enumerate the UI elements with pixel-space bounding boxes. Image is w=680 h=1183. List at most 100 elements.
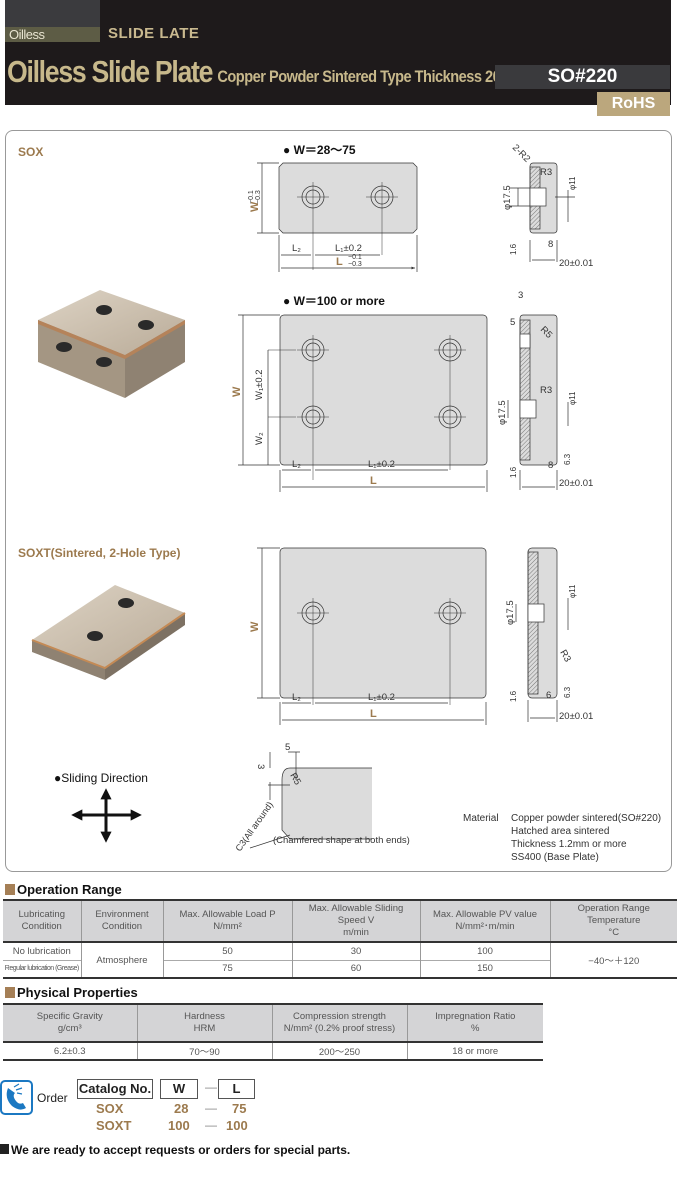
sliding-direction-arrows xyxy=(78,795,135,838)
technical-drawings: SOX SOXT(Sintered, 2-Hole Type) ● W xyxy=(18,142,661,863)
dim-l2: L₂ xyxy=(292,459,301,470)
cell: 50 xyxy=(162,941,292,960)
range-large-label: ● W＝100 or more xyxy=(283,294,385,308)
dim-r2: 2-R2 xyxy=(510,142,532,164)
dim-20: 20±0.01 xyxy=(559,258,593,269)
dash: — xyxy=(205,1118,217,1132)
title-main: Oilless Slide Plate xyxy=(7,54,213,89)
dim-w: W xyxy=(231,386,243,397)
operation-range-heading: Operation Range xyxy=(5,882,122,897)
chamfer-detail-view xyxy=(281,767,372,840)
sox-small-front-view xyxy=(278,162,418,234)
order-w: 100 xyxy=(168,1118,190,1133)
dim-tol: −0.1 xyxy=(248,190,255,204)
dim-20: 20±0.01 xyxy=(559,711,593,722)
dim-l1: L₁±0.2 xyxy=(368,692,395,703)
cell: 70～90 xyxy=(136,1041,272,1060)
sox-large-front-view xyxy=(279,314,488,466)
dim-w1: W₁±0.2 xyxy=(254,369,265,400)
order-catalog: SOX xyxy=(96,1101,124,1116)
dim-w: W xyxy=(249,201,261,212)
cell: −40～＋120 xyxy=(549,941,677,978)
brand-logo-text: Oilless xyxy=(5,27,100,42)
cell: Atmosphere xyxy=(80,941,163,978)
rohs-badge: RoHS xyxy=(597,92,670,116)
title-subtitle: Copper Powder Sintered Type Thickness 20… xyxy=(217,67,526,86)
sliding-direction-label: ●Sliding Direction xyxy=(54,771,148,785)
dim-8: 8 xyxy=(548,460,553,471)
table-row: 6.2±0.3 70～90 200～250 18 or more xyxy=(3,1041,543,1060)
dim-l2: L₂ xyxy=(292,692,301,703)
order-l: 75 xyxy=(232,1101,247,1116)
dash: — xyxy=(205,1101,217,1115)
dim-6: 6 xyxy=(546,690,551,701)
chamfer-dim-3: 3 xyxy=(255,764,266,769)
dim-tol: −0.3 xyxy=(255,190,262,204)
dim-r3: R3 xyxy=(540,167,552,178)
cell: No lubrication xyxy=(3,941,81,960)
catalog-no-header: Catalog No. xyxy=(77,1079,153,1099)
soxt-plate-image xyxy=(31,585,186,680)
material-line: Copper powder sintered(SO#220) xyxy=(511,813,661,824)
dim-phi175: φ17.5 xyxy=(502,185,513,210)
cell: Regular lubrication (Grease) xyxy=(3,959,81,978)
table-row: No lubrication Atmosphere 50 30 100 −40～… xyxy=(3,941,677,978)
roughness-mark: 1.6 xyxy=(509,466,518,478)
cell: 6.2±0.3 xyxy=(3,1041,137,1060)
chamfer-dim-5: 5 xyxy=(285,742,290,753)
dim-l: L xyxy=(370,708,377,720)
roughness-mark: 1.6 xyxy=(509,690,518,702)
cell: 18 or more xyxy=(406,1041,543,1060)
dim-r3: R3 xyxy=(557,648,573,664)
soxt-label: SOXT(Sintered, 2-Hole Type) xyxy=(18,546,180,560)
order-catalog: SOXT xyxy=(96,1118,132,1133)
range-small-label: ● W＝28～75 xyxy=(283,143,356,157)
series-name: SLIDE LATE xyxy=(108,25,200,42)
roughness-mark: 1.6 xyxy=(509,243,518,255)
dim-3: 3 xyxy=(518,290,523,301)
dim-phi11: φ11 xyxy=(568,176,577,190)
phone-order-icon xyxy=(0,1080,33,1115)
dim-tol: −0.1 xyxy=(348,254,362,261)
order-w: 28 xyxy=(174,1101,189,1116)
material-label: Material xyxy=(463,813,499,824)
soxt-front-view xyxy=(279,547,487,699)
dash: — xyxy=(205,1080,217,1094)
special-parts-note: We are ready to accept requests or order… xyxy=(0,1143,350,1157)
dim-r3: R3 xyxy=(540,385,552,396)
w-header: W xyxy=(160,1079,198,1099)
dim-l2: L₂ xyxy=(292,243,301,254)
cell: 60 xyxy=(291,959,420,978)
cell: 30 xyxy=(291,941,420,960)
dim-l1: L₁±0.2 xyxy=(368,459,395,470)
dim-tol: −0.3 xyxy=(348,261,362,268)
dim-w2: W₂ xyxy=(254,432,265,445)
dim-phi11: φ11 xyxy=(568,584,577,598)
cell: 75 xyxy=(162,959,292,978)
dim-l1: L₁±0.2 xyxy=(335,243,362,254)
dim-phi175: φ17.5 xyxy=(505,600,516,625)
product-label-sox: SOX xyxy=(18,145,43,159)
dim-8: 8 xyxy=(548,239,553,250)
col-header: Impregnation Ratio% xyxy=(406,1004,543,1042)
cell: 200～250 xyxy=(271,1041,407,1060)
dim-l: L xyxy=(370,475,377,487)
dim-5: 5 xyxy=(510,317,515,328)
dim-w: W xyxy=(249,621,261,632)
product-label-soxt: SOXT(Sintered, 2-Hole Type) xyxy=(18,546,180,560)
chamfer-note: (Chamfered shape at both ends) xyxy=(273,835,410,846)
material-line: Thickness 1.2mm or more xyxy=(511,839,627,850)
sox-plate-image xyxy=(38,290,185,398)
dim-phi11: φ11 xyxy=(568,391,577,405)
product-code-badge: SO#220 xyxy=(495,65,670,89)
